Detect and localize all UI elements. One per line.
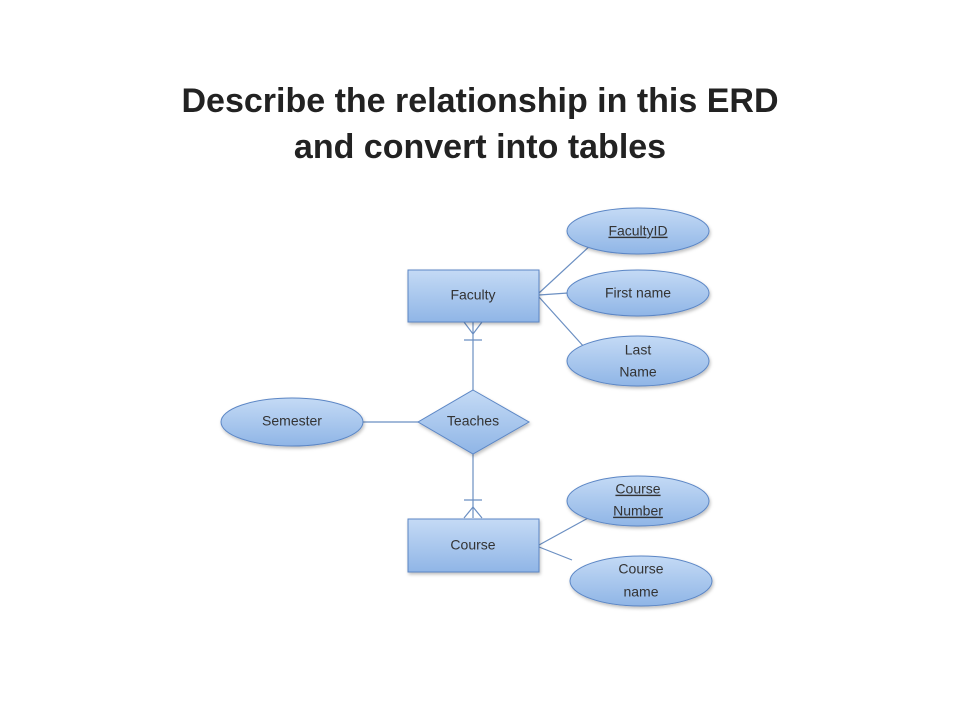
attribute-first-name-label: First name xyxy=(605,285,671,301)
title-line-2: and convert into tables xyxy=(293,128,667,166)
attribute-facultyid[interactable] xyxy=(566,207,710,255)
attribute-last-name-line-1: Last xyxy=(625,342,652,358)
entity-faculty[interactable] xyxy=(407,269,540,323)
attribute-last-name[interactable] xyxy=(566,335,710,387)
crows-foot-course-end xyxy=(463,499,483,519)
attribute-last-name-line-2: Name xyxy=(619,364,657,380)
attribute-semester[interactable] xyxy=(220,397,364,447)
attribute-facultyid-label: FacultyID xyxy=(608,223,667,239)
relationship-teaches-label: Teaches xyxy=(447,413,499,429)
attribute-course-name-line-2: name xyxy=(623,584,658,600)
line-faculty-lastname xyxy=(538,296,586,349)
crows-foot-faculty-end xyxy=(463,321,483,341)
entity-course-label: Course xyxy=(450,537,495,553)
line-faculty-facultyid xyxy=(538,243,593,294)
attribute-course-number-line-2: Number xyxy=(613,503,663,519)
entity-course[interactable] xyxy=(407,518,540,573)
entity-faculty-label: Faculty xyxy=(450,287,495,303)
attribute-course-name[interactable] xyxy=(569,555,713,607)
attribute-course-name-line-1: Course xyxy=(618,561,663,577)
attribute-first-name[interactable] xyxy=(566,269,710,317)
line-course-coursename xyxy=(538,546,573,561)
line-faculty-firstname xyxy=(538,292,569,296)
attribute-course-number[interactable] xyxy=(566,475,710,527)
slide-title: Describe the relationship in this ERD an… xyxy=(0,78,960,170)
relationship-teaches[interactable] xyxy=(417,389,531,455)
attribute-semester-label: Semester xyxy=(262,413,322,429)
attribute-course-number-line-1: Course xyxy=(615,481,660,497)
cardinality-markers xyxy=(463,321,483,519)
line-course-coursenumber xyxy=(538,516,591,546)
title-line-1: Describe the relationship in this ERD xyxy=(181,82,779,120)
connector-lines xyxy=(362,243,593,561)
